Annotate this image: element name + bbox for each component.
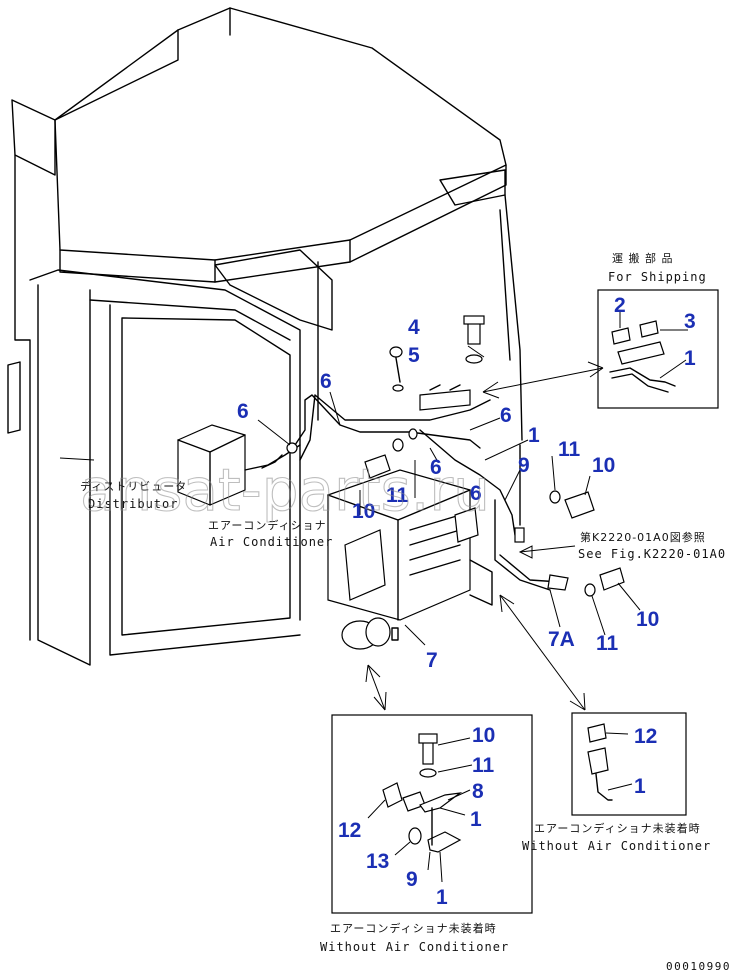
callout-11: 11 bbox=[596, 632, 619, 655]
distributor-label-en: Distributor bbox=[88, 497, 178, 511]
callout-bottom-8: 8 bbox=[472, 780, 484, 803]
callout-bottom-10: 10 bbox=[472, 724, 495, 747]
without-ac-inset-right bbox=[571, 712, 687, 816]
callout-5: 5 bbox=[408, 344, 420, 367]
leader-lines bbox=[59, 345, 641, 646]
callout-numbers: 4 5 6 6 6 6 6 1 9 11 10 11 10 7 7A 11 10… bbox=[237, 294, 696, 909]
callout-10: 10 bbox=[592, 454, 615, 477]
shipping-label-jp: 運 搬 部 品 bbox=[612, 251, 674, 265]
watermark: ansat-parts.ru bbox=[80, 456, 490, 524]
see-fig-label-en: See Fig.K2220-01A0 bbox=[578, 547, 726, 561]
callout-4: 4 bbox=[408, 316, 420, 339]
without-ac-bottom-en: Without Air Conditioner bbox=[320, 940, 509, 954]
bracket-hardware bbox=[364, 315, 625, 641]
callout-6: 6 bbox=[470, 482, 482, 505]
distributor-label-jp: ディストリビュータ bbox=[80, 479, 187, 493]
air-conditioner-unit bbox=[327, 469, 493, 650]
callout-bottom-1: 1 bbox=[470, 808, 482, 831]
callout-shipping-2: 2 bbox=[614, 294, 626, 317]
callout-bottom-12: 12 bbox=[338, 819, 361, 842]
text-labels: 運 搬 部 品 For Shipping ディストリビュータ Distribut… bbox=[80, 251, 731, 973]
aircon-label-jp: エアーコンディショナ bbox=[208, 518, 327, 532]
callout-6: 6 bbox=[500, 404, 512, 427]
callout-6: 6 bbox=[237, 400, 249, 423]
shipping-inset bbox=[597, 289, 719, 409]
callout-1: 1 bbox=[528, 424, 540, 447]
callout-9: 9 bbox=[518, 454, 530, 477]
without-ac-inset-bottom bbox=[331, 714, 533, 914]
callout-bottom-1: 1 bbox=[436, 886, 448, 909]
shipping-label-en: For Shipping bbox=[608, 270, 707, 284]
without-ac-right-en: Without Air Conditioner bbox=[522, 839, 711, 853]
callout-11: 11 bbox=[558, 438, 581, 461]
aircon-label-en: Air Conditioner bbox=[210, 535, 333, 549]
figure-code: 00010990 bbox=[666, 960, 731, 973]
cab-outline bbox=[7, 7, 523, 666]
callout-6: 6 bbox=[320, 370, 332, 393]
wiring-harness bbox=[261, 384, 569, 591]
callout-right-12: 12 bbox=[634, 725, 657, 748]
callout-10: 10 bbox=[636, 608, 659, 631]
callout-shipping-1: 1 bbox=[684, 347, 696, 370]
callout-7a: 7A bbox=[548, 628, 575, 651]
exchange-arrows bbox=[365, 361, 604, 711]
callout-bottom-9: 9 bbox=[406, 868, 418, 891]
callout-10: 10 bbox=[352, 500, 375, 523]
without-ac-right-jp: エアーコンディショナ未装着時 bbox=[534, 821, 701, 835]
callout-bottom-11: 11 bbox=[472, 754, 495, 777]
callout-11: 11 bbox=[386, 484, 409, 507]
callout-6: 6 bbox=[430, 456, 442, 479]
see-fig-label-jp: 第K2220-01A0図参照 bbox=[580, 530, 706, 544]
callout-bottom-13: 13 bbox=[366, 850, 389, 873]
without-ac-bottom-jp: エアーコンディショナ未装着時 bbox=[330, 921, 497, 935]
callout-shipping-3: 3 bbox=[684, 310, 696, 333]
callout-7: 7 bbox=[426, 649, 438, 672]
callout-right-1: 1 bbox=[634, 775, 646, 798]
